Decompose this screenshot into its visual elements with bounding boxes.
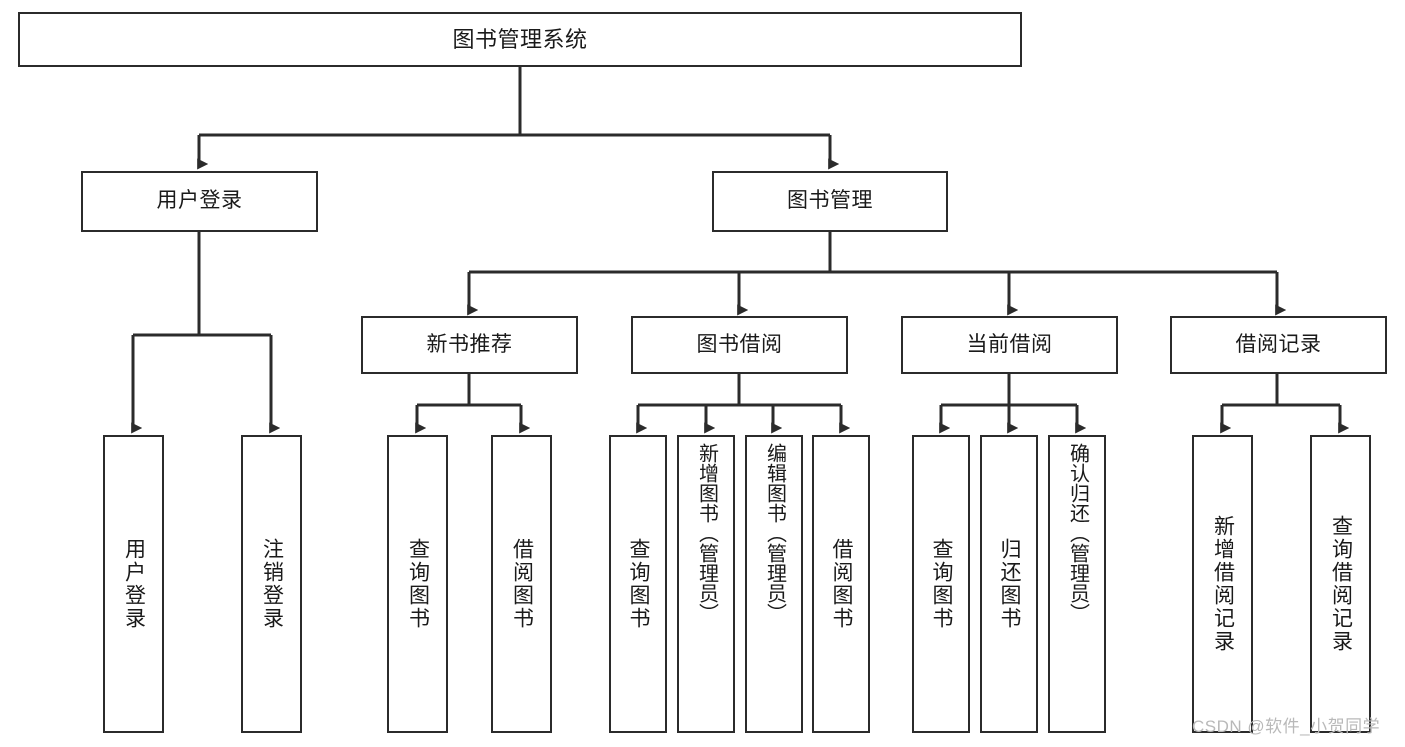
node-label: 借阅记录 xyxy=(1235,332,1322,356)
node-label: 图书借阅 xyxy=(696,332,783,356)
node-leaf-edit-book-admin[interactable]: 编辑图书（管理员） xyxy=(745,435,803,733)
node-leaf-logout[interactable]: 注销登录 xyxy=(241,435,302,733)
node-current-borrow[interactable]: 当前借阅 xyxy=(901,316,1118,374)
node-label: 新书推荐 xyxy=(426,332,513,356)
node-leaf-borrow-book[interactable]: 借阅图书 xyxy=(812,435,870,733)
node-leaf-user-login[interactable]: 用户登录 xyxy=(103,435,164,733)
node-label: 归还图书 xyxy=(998,538,1022,630)
node-label: 当前借阅 xyxy=(966,332,1053,356)
node-label: 借阅图书 xyxy=(830,538,854,630)
node-book-management[interactable]: 图书管理 xyxy=(712,171,948,232)
node-root-book-management-system[interactable]: 图书管理系统 xyxy=(18,12,1022,67)
node-leaf-confirm-return-admin[interactable]: 确认归还（管理员） xyxy=(1048,435,1106,733)
node-leaf-query-book-current[interactable]: 查询图书 xyxy=(912,435,970,733)
node-leaf-query-book-borrow[interactable]: 查询图书 xyxy=(609,435,667,733)
node-label: 新增借阅记录 xyxy=(1211,515,1235,653)
node-label: 确认归还（管理员） xyxy=(1066,443,1089,623)
csdn-watermark: CSDN @软件_小贺同学 xyxy=(1192,717,1381,736)
node-label: 查询借阅记录 xyxy=(1329,515,1353,653)
node-leaf-query-borrow-record[interactable]: 查询借阅记录 xyxy=(1310,435,1371,733)
node-user-login[interactable]: 用户登录 xyxy=(81,171,318,232)
node-leaf-query-book-recommend[interactable]: 查询图书 xyxy=(387,435,448,733)
node-book-borrow[interactable]: 图书借阅 xyxy=(631,316,848,374)
node-label: 新增图书（管理员） xyxy=(695,443,718,623)
node-label: 注销登录 xyxy=(260,538,284,630)
node-leaf-add-borrow-record[interactable]: 新增借阅记录 xyxy=(1192,435,1253,733)
node-new-book-recommend[interactable]: 新书推荐 xyxy=(361,316,578,374)
node-label: 查询图书 xyxy=(627,538,651,630)
node-label: 编辑图书（管理员） xyxy=(763,443,786,623)
node-leaf-return-book[interactable]: 归还图书 xyxy=(980,435,1038,733)
node-label: 用户登录 xyxy=(156,189,243,213)
node-leaf-borrow-book-recommend[interactable]: 借阅图书 xyxy=(491,435,552,733)
node-label: 图书管理 xyxy=(787,189,873,213)
node-leaf-add-book-admin[interactable]: 新增图书（管理员） xyxy=(677,435,735,733)
node-label: 图书管理系统 xyxy=(452,26,588,52)
node-label: 借阅图书 xyxy=(510,538,534,630)
node-label: 查询图书 xyxy=(406,538,430,630)
node-borrow-record[interactable]: 借阅记录 xyxy=(1170,316,1387,374)
node-label: 查询图书 xyxy=(930,538,954,630)
node-label: 用户登录 xyxy=(122,538,146,630)
